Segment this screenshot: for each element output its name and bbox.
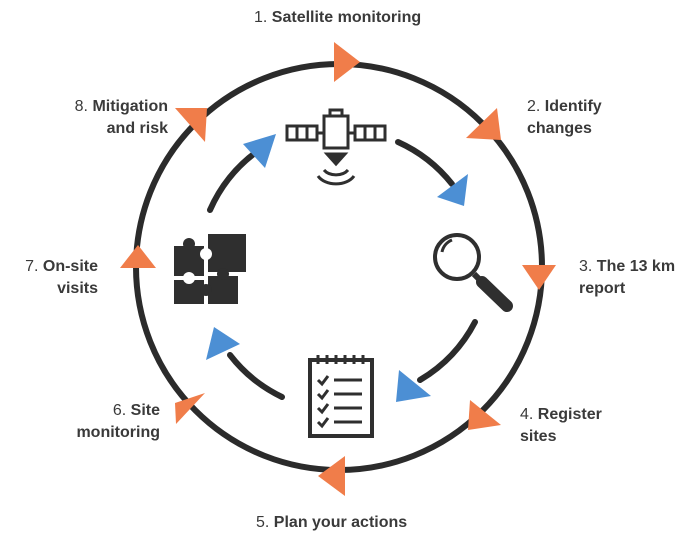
step-3-text-line1: The 13 km bbox=[596, 258, 676, 275]
step-7-number: 7. bbox=[25, 258, 39, 275]
step-7-label: 7. On-site visits bbox=[6, 256, 98, 300]
inner-arrow-1 bbox=[437, 174, 468, 206]
inner-arrow-4 bbox=[243, 134, 276, 168]
step-5-label: 5. Plan your actions bbox=[256, 512, 407, 534]
step-2-text-line2: changes bbox=[527, 120, 592, 137]
step-5-number: 5. bbox=[256, 514, 270, 531]
step-4-number: 4. bbox=[520, 406, 534, 423]
puzzle-icon bbox=[174, 234, 246, 304]
checklist-icon bbox=[308, 355, 374, 438]
step-3-label: 3. The 13 km report bbox=[579, 256, 675, 300]
outer-arrow-2 bbox=[466, 108, 501, 140]
step-8-text-line2: and risk bbox=[106, 120, 168, 137]
step-4-text-line2: sites bbox=[520, 428, 557, 445]
outer-arrow-5 bbox=[318, 456, 345, 496]
step-6-text-line2: monitoring bbox=[76, 424, 160, 441]
outer-arrows bbox=[120, 42, 556, 496]
outer-arrow-8 bbox=[175, 108, 207, 142]
outer-arrow-4 bbox=[468, 400, 501, 430]
magnifying-glass-icon bbox=[433, 233, 513, 312]
outer-arrow-6 bbox=[175, 393, 205, 424]
step-8-label: 8. Mitigation and risk bbox=[42, 96, 168, 140]
step-8-number: 8. bbox=[74, 98, 88, 115]
outer-arrow-3 bbox=[522, 265, 556, 290]
step-2-number: 2. bbox=[527, 98, 541, 115]
outer-arrow-1 bbox=[334, 42, 360, 82]
step-6-label: 6. Site monitoring bbox=[60, 400, 160, 444]
outer-arrow-7 bbox=[120, 245, 156, 268]
inner-arrow-2 bbox=[396, 370, 431, 402]
step-2-text-line1: Identify bbox=[544, 98, 602, 115]
step-1-text: Satellite monitoring bbox=[271, 9, 422, 26]
step-3-number: 3. bbox=[579, 258, 593, 275]
step-7-text-line2: visits bbox=[57, 280, 98, 297]
step-1-label: 1. Satellite monitoring bbox=[254, 7, 421, 29]
step-8-text-line1: Mitigation bbox=[92, 98, 168, 115]
step-6-text-line1: Site bbox=[130, 402, 160, 419]
step-7-text-line1: On-site bbox=[42, 258, 98, 275]
inner-arrows bbox=[206, 134, 468, 402]
satellite-icon bbox=[285, 108, 387, 186]
step-1-number: 1. bbox=[254, 9, 268, 26]
step-3-text-line2: report bbox=[579, 280, 626, 297]
step-4-label: 4. Register sites bbox=[520, 404, 602, 448]
step-2-label: 2. Identify changes bbox=[527, 96, 602, 140]
step-4-text-line1: Register bbox=[537, 406, 602, 423]
step-6-number: 6. bbox=[112, 402, 127, 419]
step-5-text: Plan your actions bbox=[273, 514, 408, 531]
inner-arrow-3 bbox=[206, 327, 240, 360]
